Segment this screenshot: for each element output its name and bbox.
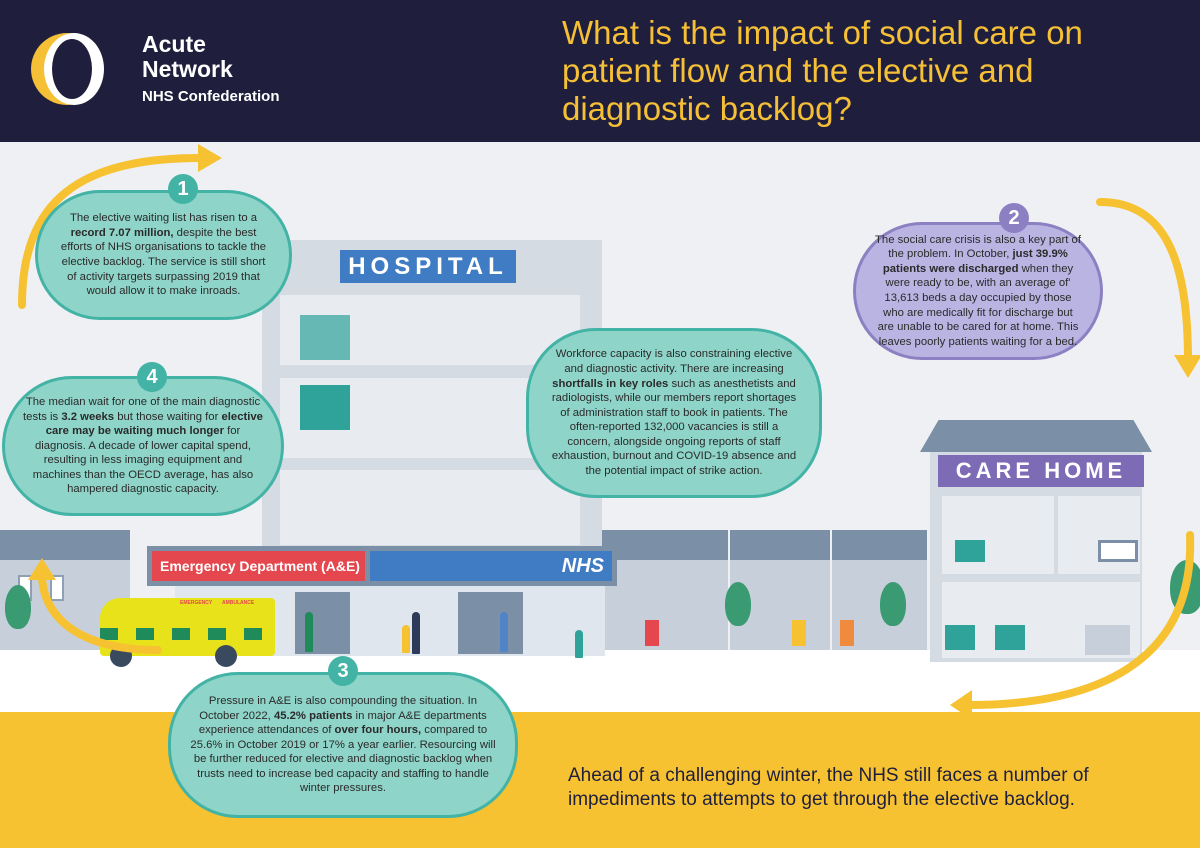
callout-2-badge: 2: [999, 203, 1029, 233]
logo-text: Acute Network NHS Confederation: [142, 31, 280, 106]
tree: [5, 585, 31, 629]
logo-line-3: NHS Confederation: [142, 88, 280, 105]
arrow-head-icon: [198, 144, 222, 172]
callout-4: The median wait for one of the main diag…: [2, 376, 284, 516]
paramedic: [305, 612, 313, 652]
callout-1-highlight: record 7.07 million,: [70, 226, 174, 239]
tree: [725, 582, 751, 626]
arrow-2-down: [1096, 198, 1192, 364]
arrow-to-bottom: [964, 531, 1195, 709]
armchair: [995, 625, 1025, 650]
callout-3-badge: 3: [328, 656, 358, 686]
callout-2-highlight: just 39.9% patients were discharged: [882, 248, 1068, 275]
footer-text: Ahead of a challenging winter, the NHS s…: [568, 765, 1089, 810]
care-home-roof: [920, 420, 1152, 452]
callout-4-text: The median wait for one of the main diag…: [23, 395, 261, 423]
callout-4-badge: 4: [137, 362, 167, 392]
person: [500, 612, 508, 652]
callout-3-highlight: 45.2% patients: [273, 709, 353, 722]
flow-arrows: [18, 144, 1200, 720]
reception-desk: [1085, 625, 1130, 655]
callout-1-text: The elective waiting list has risen to a: [69, 212, 258, 225]
page-title: What is the impact of social care on pat…: [562, 14, 1083, 127]
door: [645, 620, 659, 646]
roof: [0, 530, 130, 560]
arrow-head-icon: [1174, 355, 1200, 378]
nhs-sign: NHS: [370, 551, 612, 581]
callout-4-highlight-2: elective care may be waiting much longer: [45, 410, 263, 438]
callout-2-text: The social care crisis is also a key par…: [875, 233, 1081, 261]
tree: [880, 582, 906, 626]
logo-line-1: Acute: [142, 31, 206, 57]
callout-3-text-end: compared to 25.6% in October 2019 or 17%…: [190, 724, 496, 795]
ambulance-label-2: AMBULANCE: [222, 600, 255, 606]
acute-network-logo-icon: [31, 33, 104, 105]
callout-4-text-mid: but those waiting for: [114, 410, 222, 423]
workforce-highlight: shortfalls in key roles: [552, 377, 669, 390]
callout-2-text-end: when they were ready to be, with an aver…: [877, 262, 1079, 348]
roof: [598, 530, 728, 560]
wheel: [215, 645, 237, 667]
callout-3-highlight-2: over four hours,: [334, 724, 422, 737]
armchair: [955, 540, 985, 562]
bed: [1098, 540, 1138, 562]
hospital-bed: [300, 385, 350, 430]
callout-1-badge: 1: [168, 174, 198, 204]
arrow-1-to-hospital: [18, 154, 204, 309]
ambulance-label-1: EMERGENCY: [180, 600, 213, 606]
arrow-head-icon: [950, 690, 972, 720]
hospital-sign: HOSPITAL: [340, 250, 516, 283]
door: [792, 620, 806, 646]
arrow-head-icon: [28, 558, 56, 580]
person-wheelchair: [575, 630, 583, 658]
cabinet: [300, 315, 350, 360]
callout-3: Pressure in A&E is also compounding the …: [168, 672, 518, 818]
entrance-door: [295, 592, 350, 654]
callout-4-highlight: 3.2 weeks: [61, 410, 115, 423]
workforce-text: Workforce capacity is also constraining …: [555, 348, 793, 375]
callout-3-text: Pressure in A&E is also compounding the …: [199, 694, 478, 722]
header-banner: [0, 0, 1200, 142]
callout-4-text-end: for diagnosis. A decade of lower capital…: [32, 425, 254, 496]
workforce-text-end: such as anesthetists and radiologists, w…: [551, 377, 797, 478]
roof: [832, 530, 927, 560]
window: [50, 575, 64, 601]
care-home-sign: CARE HOME: [938, 455, 1144, 487]
callout-3-text-mid: in major A&E departments experience atte…: [198, 709, 487, 737]
armchair: [945, 625, 975, 650]
callout-2: The social care crisis is also a key par…: [853, 222, 1103, 360]
callout-1-text-end: despite the best efforts of NHS organisa…: [60, 226, 267, 298]
door: [840, 620, 854, 646]
entrance-door: [458, 592, 523, 654]
ambulance-battenburg: [100, 628, 275, 640]
arrow-3-up: [38, 571, 162, 654]
person: [412, 612, 420, 654]
ae-sign: Emergency Department (A&E): [152, 551, 365, 581]
logo-line-2: Network: [142, 56, 233, 82]
hospital-room-waiting: [280, 470, 580, 545]
roof: [730, 530, 830, 560]
callout-workforce: Workforce capacity is also constraining …: [526, 328, 822, 498]
callout-1: The elective waiting list has risen to a…: [35, 190, 292, 320]
person: [402, 625, 410, 653]
